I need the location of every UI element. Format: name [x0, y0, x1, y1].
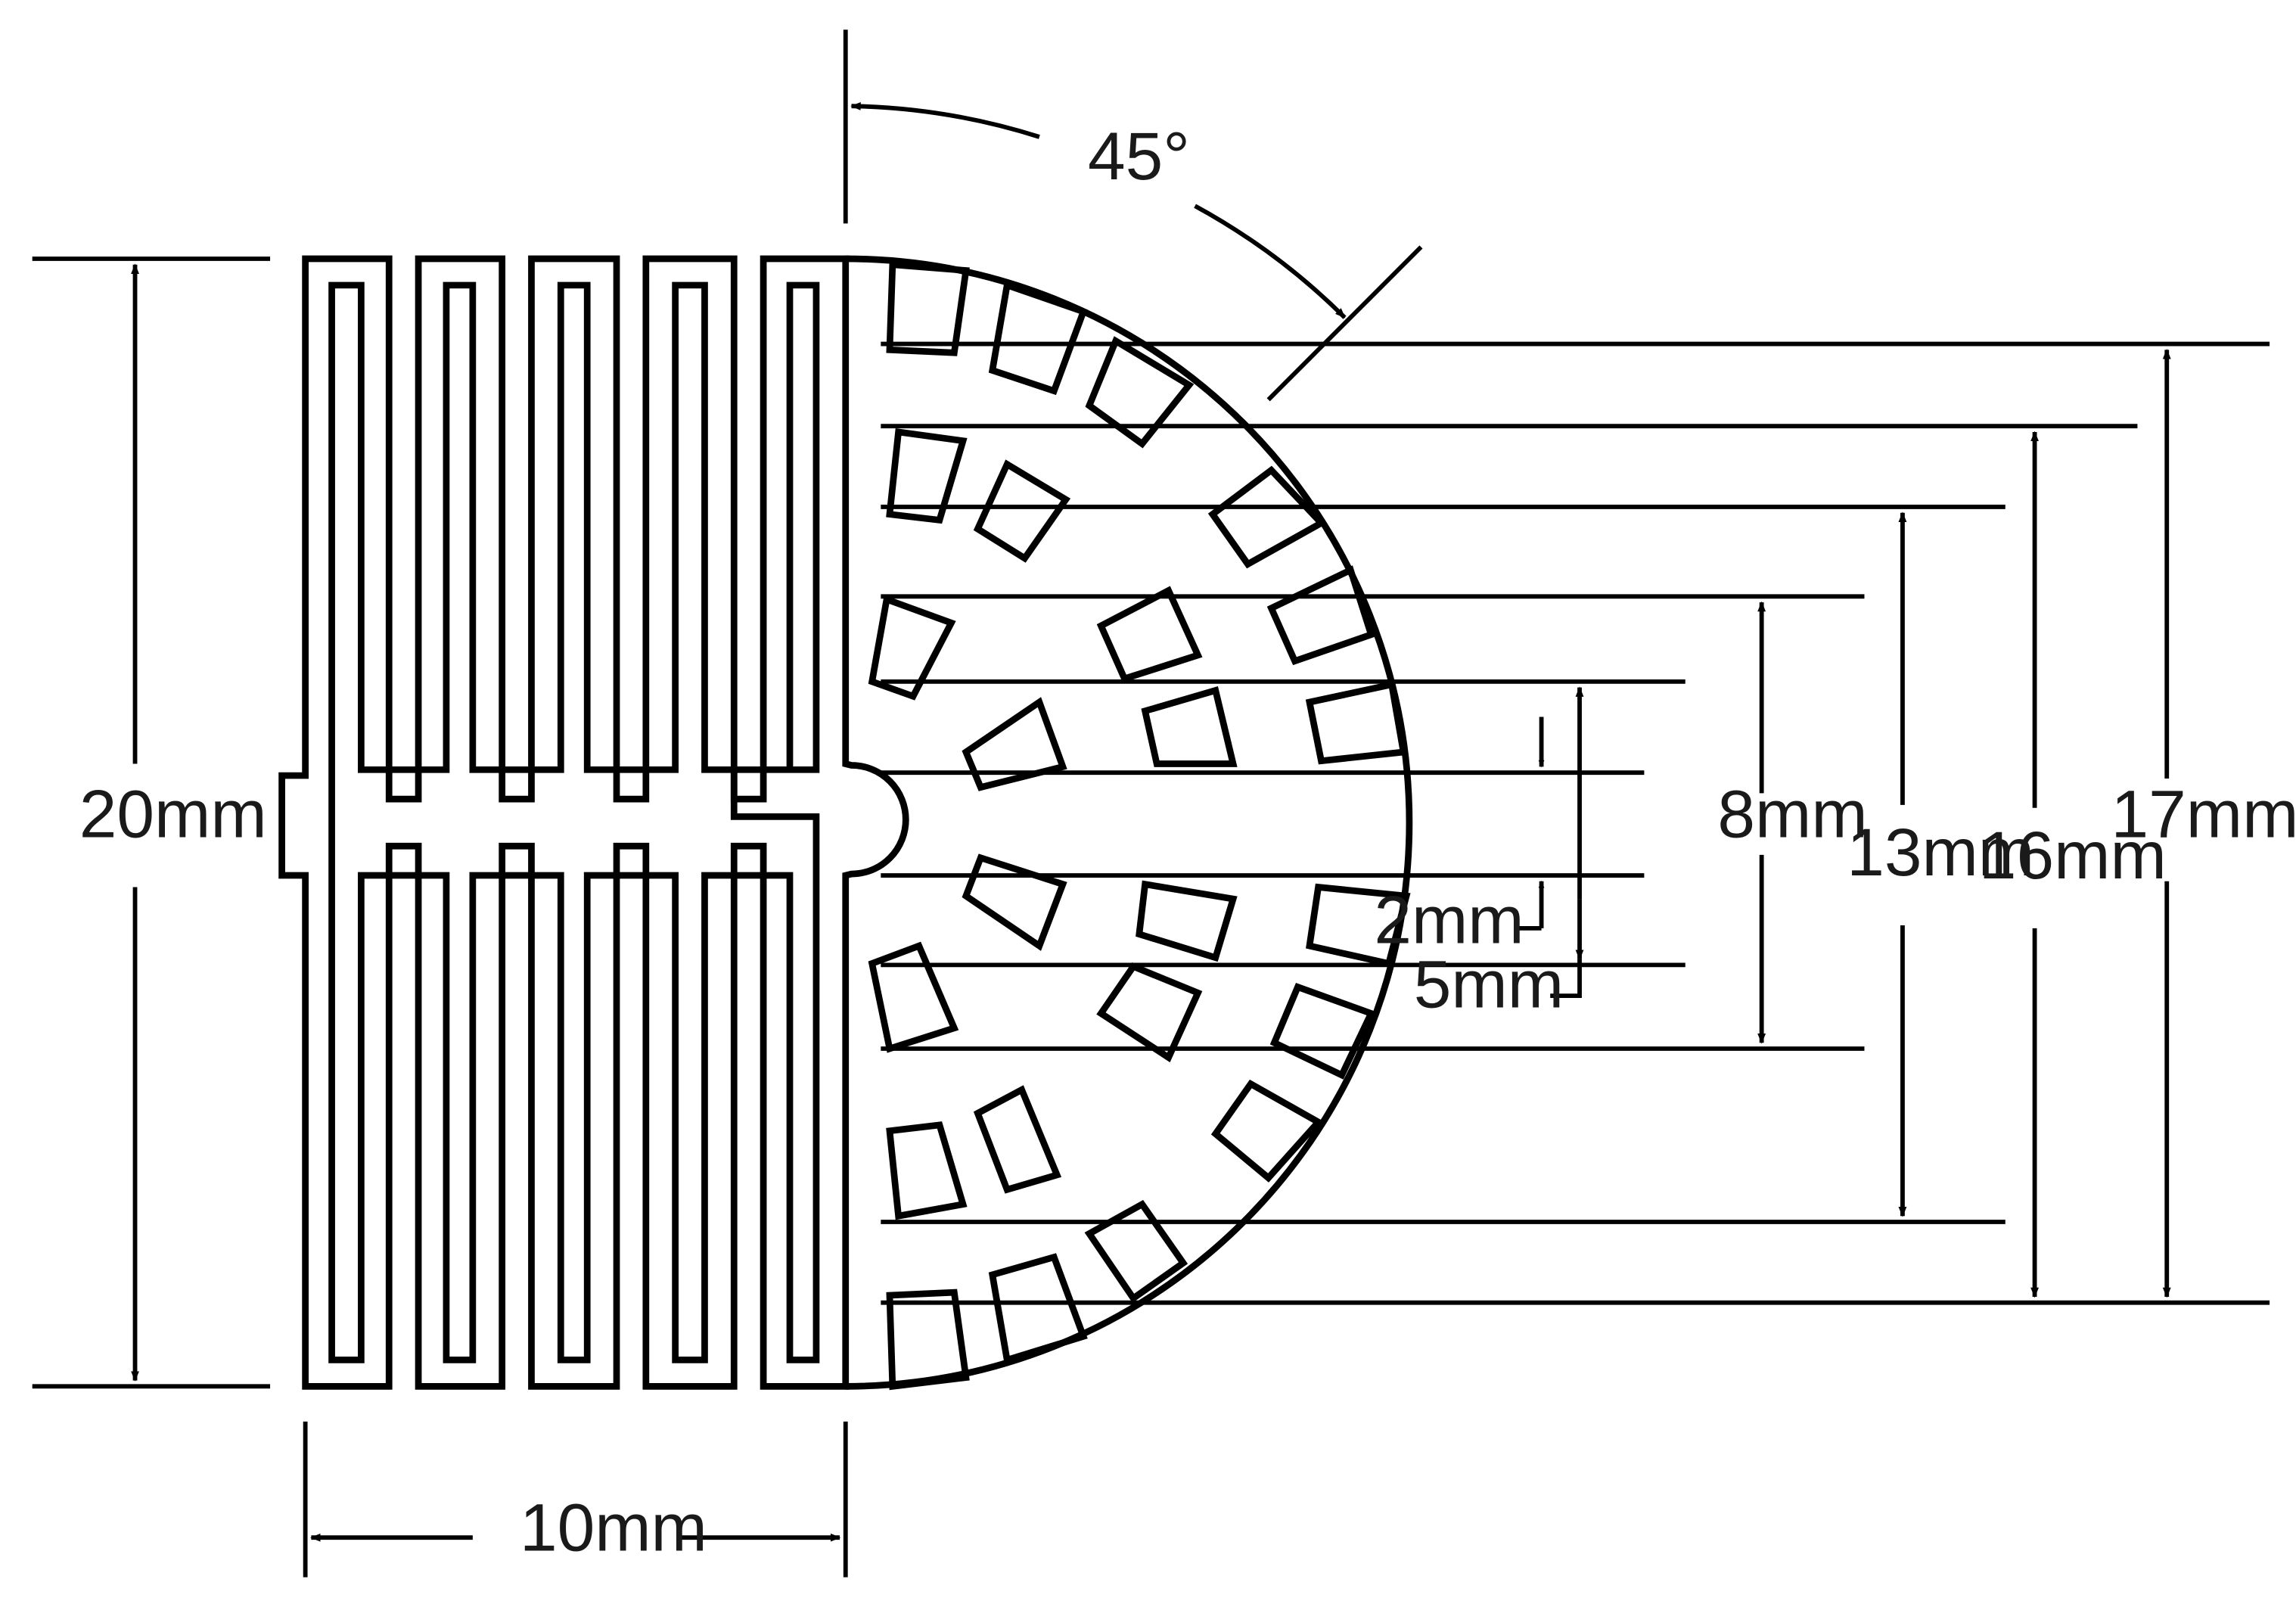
dim-17mm-label: 17mm [2111, 776, 2296, 852]
angle-dimension [843, 30, 1423, 402]
meander-electrode [278, 255, 909, 1390]
dim-5mm-label: 5mm [1414, 947, 1564, 1022]
outer-cells [886, 261, 1411, 1391]
meander-inner-trace [328, 281, 820, 1363]
dim-8mm-label: 8mm [1717, 776, 1867, 852]
dim-13mm-label: 13mm [1847, 814, 2034, 890]
width-20mm-label: 20mm [79, 776, 267, 852]
width-10mm-label: 10mm [520, 1490, 707, 1565]
inner-cells [868, 428, 1238, 1220]
angle-label: 45° [1088, 118, 1190, 194]
dimension-2mm [1518, 717, 1545, 931]
reference-lines [881, 341, 2270, 1305]
dimension-5mm [1550, 686, 1584, 999]
dim-16mm-label: 16mm [1979, 817, 2167, 893]
dimension-10mm [303, 1421, 848, 1578]
dimension-20mm [32, 256, 271, 1389]
dim-2mm-label: 2mm [1374, 881, 1524, 957]
semicircle-outline [845, 255, 1413, 1390]
